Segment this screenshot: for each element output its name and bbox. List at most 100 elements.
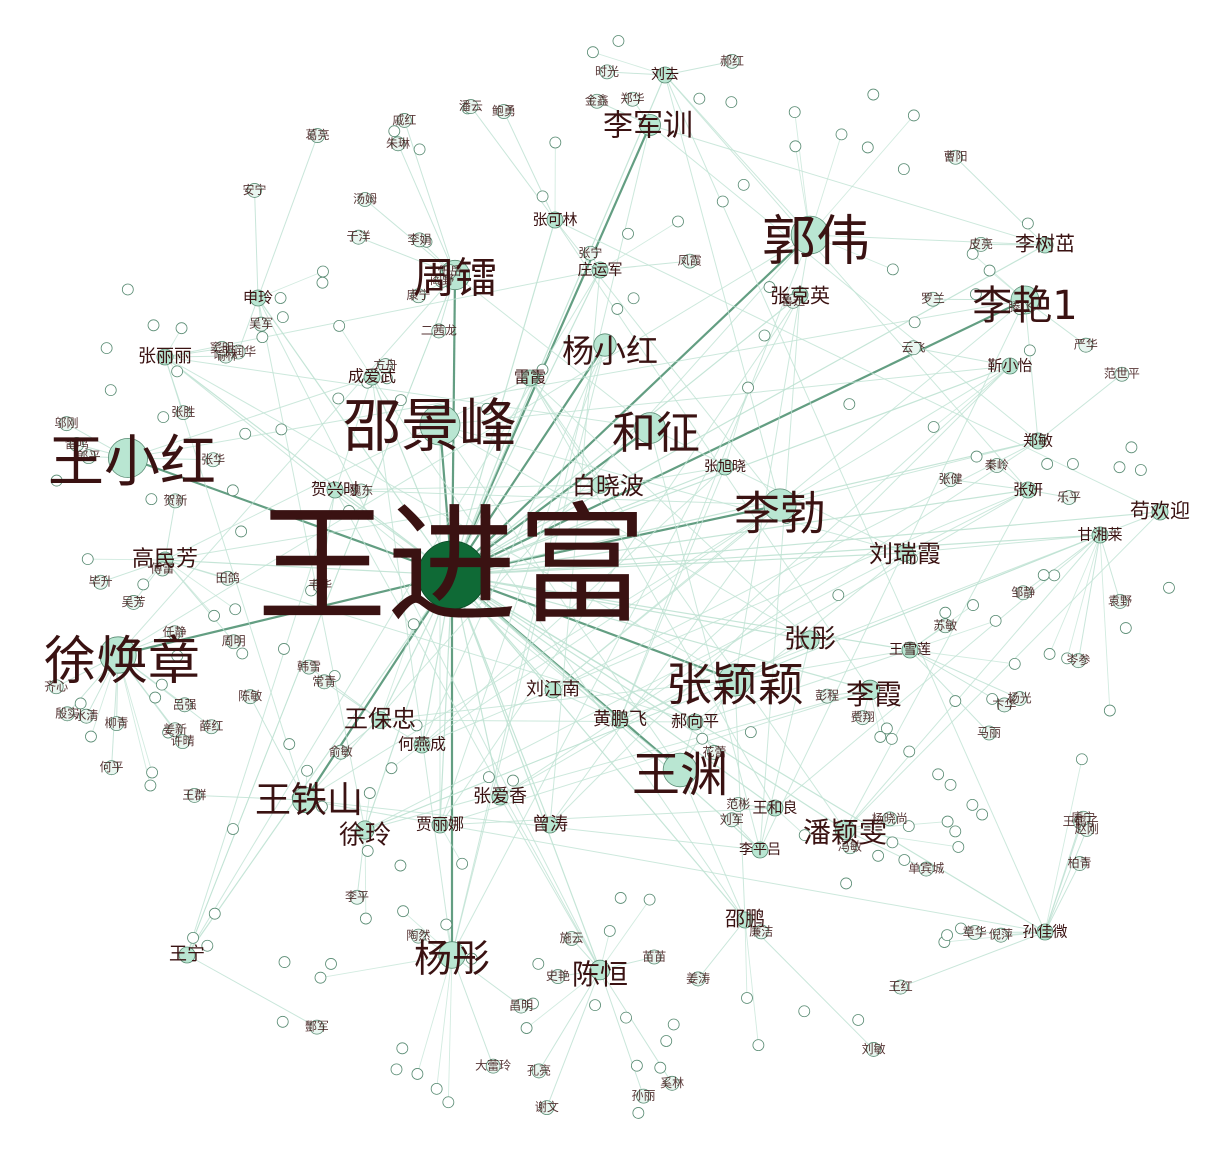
node-dot[interactable]	[276, 311, 289, 324]
node-dot[interactable]	[301, 764, 313, 777]
node-m94[interactable]	[599, 64, 615, 80]
node-dot[interactable]	[229, 603, 242, 616]
node-m64[interactable]	[646, 949, 662, 965]
node-leixia[interactable]	[521, 369, 539, 387]
node-m25[interactable]	[253, 316, 269, 332]
node-m74[interactable]	[550, 969, 566, 984]
node-dot[interactable]	[328, 670, 341, 682]
node-m36[interactable]	[582, 245, 598, 261]
node-dot[interactable]	[1134, 464, 1147, 476]
node-dot[interactable]	[763, 281, 776, 293]
node-dot[interactable]	[381, 372, 393, 385]
node-m24[interactable]	[226, 634, 242, 650]
node-m56[interactable]	[664, 1075, 680, 1091]
node-dot[interactable]	[696, 732, 709, 745]
node-dot[interactable]	[208, 609, 220, 622]
node-heyanxin[interactable]	[413, 736, 431, 754]
node-dot[interactable]	[361, 845, 374, 857]
node-liuqu[interactable]	[656, 66, 674, 84]
node-dot[interactable]	[885, 732, 898, 745]
node-dot[interactable]	[411, 1068, 424, 1080]
node-dot[interactable]	[144, 779, 157, 792]
node-dot[interactable]	[407, 618, 420, 631]
node-dot[interactable]	[175, 322, 188, 335]
node-m70[interactable]	[1112, 594, 1128, 609]
node-m14[interactable]	[943, 472, 958, 488]
node-dot[interactable]	[603, 925, 616, 937]
node-dot[interactable]	[1125, 441, 1138, 454]
node-m65[interactable]	[682, 253, 698, 269]
node-dot[interactable]	[897, 163, 910, 175]
node-dot[interactable]	[157, 411, 170, 424]
node-yangtong[interactable]	[438, 941, 466, 969]
node-m77[interactable]	[753, 924, 769, 940]
node-m44[interactable]	[397, 113, 412, 128]
node-dot[interactable]	[725, 96, 738, 109]
node-dot[interactable]	[955, 922, 967, 935]
node-dot[interactable]	[908, 316, 921, 329]
node-dot[interactable]	[903, 745, 916, 758]
node-dot[interactable]	[536, 363, 549, 376]
node-dot[interactable]	[989, 614, 1002, 627]
node-m79[interactable]	[203, 719, 219, 735]
node-xinxiaoyi[interactable]	[1001, 357, 1019, 375]
node-dot[interactable]	[1043, 648, 1056, 660]
node-wangheliang[interactable]	[766, 799, 784, 817]
node-dot[interactable]	[239, 427, 252, 440]
node-dot[interactable]	[363, 787, 376, 799]
node-m52[interactable]	[905, 340, 921, 356]
node-m83[interactable]	[357, 192, 373, 207]
node-heixingshi[interactable]	[326, 481, 344, 499]
node-dot[interactable]	[939, 606, 952, 619]
node-dot[interactable]	[171, 365, 184, 378]
node-m93[interactable]	[351, 229, 366, 245]
node-m95[interactable]	[155, 561, 170, 577]
node-m57[interactable]	[730, 797, 746, 812]
node-dot[interactable]	[949, 695, 962, 707]
node-dot[interactable]	[396, 1042, 409, 1055]
node-xuhuanzhang[interactable]	[99, 636, 137, 674]
node-zengtao[interactable]	[541, 816, 559, 834]
node-m48[interactable]	[1072, 856, 1088, 871]
node-jialina[interactable]	[431, 816, 449, 834]
node-dot[interactable]	[1067, 458, 1079, 470]
node-wangbaozhong[interactable]	[371, 711, 389, 729]
node-m21[interactable]	[349, 889, 365, 905]
node-m39[interactable]	[1078, 337, 1094, 353]
node-dot[interactable]	[627, 292, 640, 305]
node-wangtieshan[interactable]	[291, 787, 318, 814]
node-dot[interactable]	[74, 697, 87, 710]
node-dot[interactable]	[256, 331, 269, 344]
node-guowei[interactable]	[790, 215, 830, 255]
node-dot[interactable]	[1041, 458, 1054, 470]
node-dot[interactable]	[667, 1018, 680, 1031]
node-zhangyan[interactable]	[1019, 481, 1037, 499]
node-m49[interactable]	[78, 708, 94, 724]
node-m98[interactable]	[48, 679, 64, 695]
node-dot[interactable]	[201, 939, 214, 952]
node-m40[interactable]	[589, 93, 605, 109]
node-dot[interactable]	[976, 808, 989, 821]
node-dot[interactable]	[902, 820, 915, 833]
node-m42[interactable]	[411, 928, 426, 944]
node-m84[interactable]	[1012, 300, 1028, 316]
node-m85[interactable]	[59, 706, 75, 722]
node-m92[interactable]	[1061, 490, 1077, 505]
node-m32[interactable]	[175, 734, 191, 750]
node-m27[interactable]	[842, 839, 858, 855]
node-dot[interactable]	[359, 912, 372, 925]
node-dot[interactable]	[278, 956, 291, 968]
node-m86[interactable]	[925, 291, 941, 307]
node-dot[interactable]	[788, 106, 801, 118]
node-m17[interactable]	[866, 1042, 881, 1057]
node-m10[interactable]	[175, 405, 191, 421]
node-dot[interactable]	[316, 276, 329, 289]
node-m66[interactable]	[706, 745, 722, 760]
node-dot[interactable]	[654, 1061, 667, 1074]
node-chengaiwu[interactable]	[363, 368, 381, 386]
node-dot[interactable]	[614, 892, 627, 904]
node-m58[interactable]	[819, 688, 835, 704]
node-m07[interactable]	[431, 323, 447, 339]
node-sunjiawei[interactable]	[1036, 923, 1054, 941]
node-m03[interactable]	[167, 722, 183, 738]
